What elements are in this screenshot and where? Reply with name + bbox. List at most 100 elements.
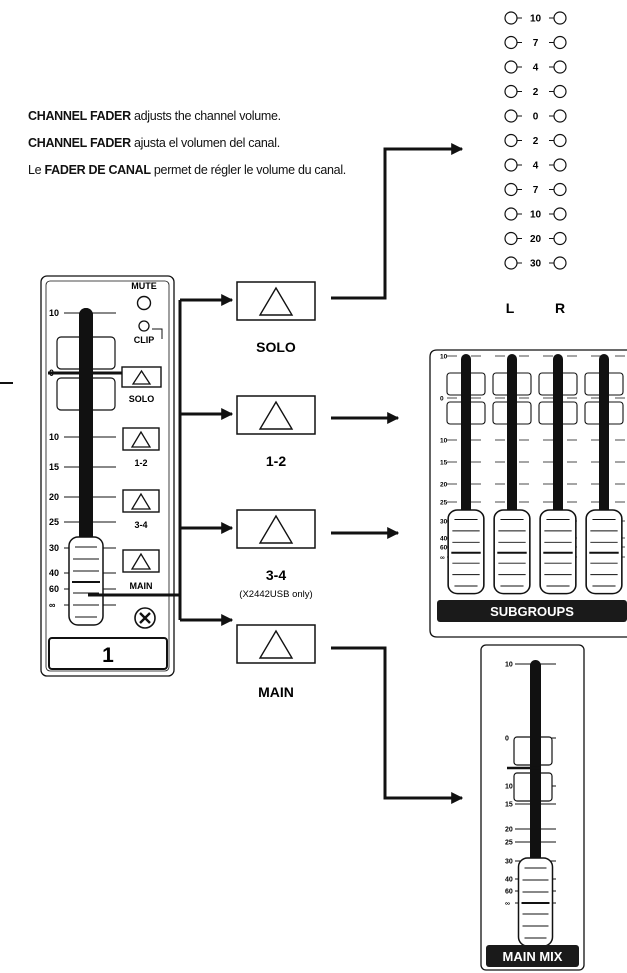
subgroup-fader <box>538 354 578 595</box>
subgroup-fader-cap[interactable] <box>539 508 577 595</box>
meter-level-label: 4 <box>533 161 539 172</box>
mute-label: MUTE <box>131 281 157 291</box>
meter-led-right <box>553 207 567 221</box>
strip-bus12-label: 1-2 <box>134 458 147 468</box>
subgroup-fader <box>492 354 532 595</box>
scale-label: 0 <box>505 735 509 742</box>
meter-led-left <box>504 182 518 197</box>
meter-row: 10 <box>504 11 567 25</box>
meter-level-label: 0 <box>533 112 539 123</box>
meter-led-right <box>553 182 567 197</box>
bus12-button-label: 1-2 <box>266 453 286 469</box>
bus12-button[interactable] <box>236 395 316 435</box>
scale-label: 10 <box>49 432 59 442</box>
meter-level-label: 4 <box>533 63 539 74</box>
scale-label: 10 <box>440 354 448 361</box>
meter-led-right <box>553 11 567 25</box>
scale-label: 60 <box>440 545 448 552</box>
meter-led-right <box>553 231 567 246</box>
meter-led-right <box>553 158 567 172</box>
scale-label: ∞ <box>505 900 510 907</box>
strip-bus34-label: 3-4 <box>134 520 147 530</box>
desc-french-bold: FADER DE CANAL <box>44 163 151 177</box>
bus34-button-label: 3-4 <box>266 567 286 583</box>
strip-bus12-button[interactable] <box>122 427 160 451</box>
meter-level-label: 10 <box>530 210 542 221</box>
scale-label: 40 <box>440 536 448 543</box>
meter-led-right <box>553 84 567 99</box>
meter-row: 2 <box>504 84 567 99</box>
scale-label: 20 <box>505 826 513 833</box>
meter-level-label: 7 <box>533 38 539 49</box>
scale-label: 60 <box>505 888 513 895</box>
subgroup-fader-cap[interactable] <box>585 508 623 595</box>
meter-led-left <box>504 84 518 99</box>
meter-led-left <box>504 60 518 74</box>
meter-led-left <box>504 231 518 246</box>
solo-button-label: SOLO <box>256 339 296 355</box>
mute-led <box>136 295 152 311</box>
desc-french: Le FADER DE CANAL permet de régler le vo… <box>28 162 363 178</box>
scale-label: 10 <box>505 783 513 790</box>
solo-button[interactable] <box>236 281 316 321</box>
routing-lines <box>88 143 464 804</box>
main-mix-label: MAIN MIX <box>503 949 563 964</box>
meter-level-label: 7 <box>533 185 539 196</box>
routing-buttons: SOLO 1-2 3-4 (X2442USB only) MAIN <box>236 281 316 700</box>
scale-label: 30 <box>440 519 448 526</box>
scale-label: 20 <box>49 492 59 502</box>
bus34-button[interactable] <box>236 509 316 549</box>
desc-french-pre: Le <box>28 163 45 177</box>
subgroups-label: SUBGROUPS <box>490 604 574 619</box>
meter-right-label: R <box>555 300 565 316</box>
meter-left-label: L <box>506 300 515 316</box>
meter-led-left <box>504 109 518 123</box>
meter-level-label: 30 <box>530 259 542 270</box>
channel-number: 1 <box>102 644 114 667</box>
meter-row: 2 <box>504 133 567 148</box>
scale-label: 25 <box>49 517 59 527</box>
bus34-note: (X2442USB only) <box>239 589 312 600</box>
subgroups-label-plate <box>437 600 627 622</box>
meter-level-label: 2 <box>533 87 539 98</box>
desc-english-bold: CHANNEL FADER <box>28 109 131 123</box>
scale-label: 40 <box>505 876 513 883</box>
meter-led-left <box>504 35 518 50</box>
scale-label: 15 <box>49 462 59 472</box>
meter-row: 7 <box>504 35 567 50</box>
strip-bus34-button[interactable] <box>122 489 160 513</box>
scale-label: ∞ <box>49 600 56 610</box>
desc-spanish-text: ajusta el volumen del canal. <box>130 136 280 150</box>
desc-english-text: adjusts the channel volume. <box>130 109 281 123</box>
strip-solo-button[interactable] <box>121 366 162 388</box>
clip-label: CLIP <box>134 335 155 345</box>
scale-label: 30 <box>49 543 59 553</box>
scale-label: 20 <box>440 482 448 489</box>
strip-main-button[interactable] <box>122 549 160 573</box>
meter-row: 4 <box>504 158 567 172</box>
meter-row: 7 <box>504 182 567 197</box>
desc-spanish: CHANNEL FADER ajusta el volumen del cana… <box>28 135 378 151</box>
scale-label: 10 <box>440 438 448 445</box>
meter-level-label: 2 <box>533 136 539 147</box>
channel-fader-cap[interactable] <box>68 536 104 626</box>
scale-label: 60 <box>49 584 59 594</box>
main-button[interactable] <box>236 624 316 664</box>
meter-led-right <box>553 60 567 74</box>
subgroup-fader-cap[interactable] <box>447 508 485 595</box>
meter-led-left <box>504 158 518 172</box>
subgroup-fader-cap[interactable] <box>493 508 531 595</box>
scale-label: 0 <box>440 396 444 403</box>
channel-number-plate <box>48 637 168 670</box>
meter-led-left <box>504 256 518 270</box>
meter-level-label: 20 <box>530 234 542 245</box>
meter-led-right <box>553 256 567 270</box>
channel-strip-frame <box>40 275 175 677</box>
main-fader-cap[interactable] <box>517 857 554 947</box>
meter-row: 0 <box>504 109 567 123</box>
strip-solo-label: SOLO <box>129 394 155 404</box>
meter-led-right <box>553 109 567 123</box>
